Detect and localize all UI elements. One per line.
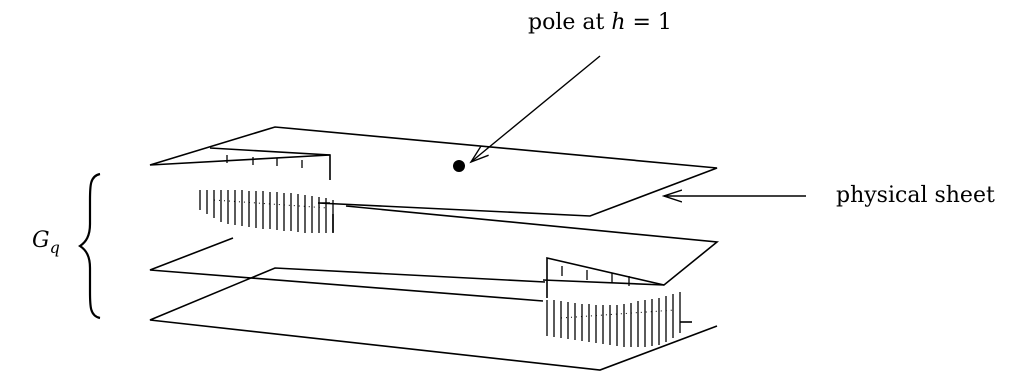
bottom-sheet-cut-ticks [561, 266, 630, 286]
middle-sheet [149, 205, 720, 302]
left-branch-cut [199, 190, 334, 233]
top-sheet [149, 126, 718, 217]
pole-dot [453, 160, 465, 172]
top-sheet-cut-ticks [226, 155, 303, 168]
pole-arrow [471, 55, 601, 162]
curly-brace [78, 172, 101, 320]
physical-sheet-label: physical sheet [836, 183, 995, 208]
pole-label: pole at h = 1 [528, 10, 672, 35]
bottom-sheet [149, 256, 718, 371]
group-label: Gq [32, 228, 60, 257]
right-branch-cut [546, 292, 692, 347]
